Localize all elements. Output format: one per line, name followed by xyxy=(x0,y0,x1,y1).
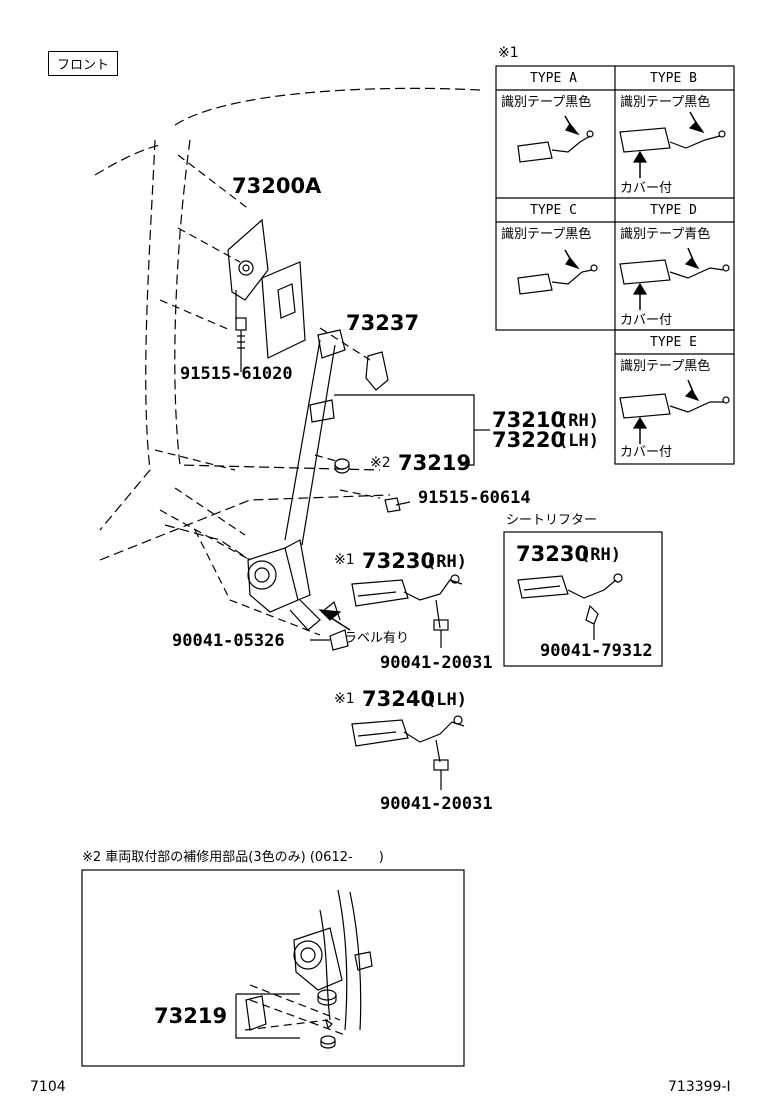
part-73230: 73230 xyxy=(362,549,436,573)
type-c-header: TYPE C xyxy=(530,203,577,218)
type-d-tape: 識別テープ青色 xyxy=(620,227,711,242)
part-73219: 73219 xyxy=(398,451,472,475)
seat-lifter-frame xyxy=(503,531,663,667)
footer-left: 7104 xyxy=(30,1079,66,1095)
footer-right: 713399-I xyxy=(668,1079,731,1095)
part-73220-lh: (LH) xyxy=(558,431,599,451)
part-73237: 73237 xyxy=(346,311,420,335)
note2-part: 73219 xyxy=(154,1004,228,1028)
ref1-mark-73240: ※1 xyxy=(334,691,355,707)
ref1-label: ※1 xyxy=(498,45,519,61)
part-90041-20031: 90041-20031 xyxy=(380,653,493,673)
note2-title: ※2 車両取付部の補修用部品(3色のみ) (0612- ) xyxy=(82,850,384,865)
seat-lifter-bolt: 90041-79312 xyxy=(540,641,653,661)
seat-lifter-rh: (RH) xyxy=(580,545,621,565)
type-e-frame xyxy=(614,329,735,465)
belt-guide xyxy=(317,329,346,359)
part-90041-05326: 90041-05326 xyxy=(172,631,285,651)
type-e-header: TYPE E xyxy=(650,335,697,350)
type-b-header: TYPE B xyxy=(650,71,697,86)
type-a-tape: 識別テープ黒色 xyxy=(501,95,592,110)
part-73230-rh: (RH) xyxy=(426,552,467,572)
buckle-73230 xyxy=(351,579,409,607)
shoulder-anchor xyxy=(227,218,269,301)
type-c-tape: 識別テープ黒色 xyxy=(501,227,592,242)
pillar-plate xyxy=(261,261,306,359)
clip-73237 xyxy=(365,351,389,391)
buckle-73240 xyxy=(351,719,409,747)
ref2-mark: ※2 xyxy=(370,455,391,471)
type-d-cover: カバー付 xyxy=(620,313,673,328)
belt-webbing xyxy=(284,339,321,541)
seat-lifter-title: シートリフター xyxy=(506,513,598,528)
part-73210-rh: (RH) xyxy=(558,411,599,431)
type-e-cover: カバー付 xyxy=(620,445,673,460)
part-91515-60614: 91515-60614 xyxy=(418,488,531,508)
seat-lifter-part: 73230 xyxy=(516,542,590,566)
body-roof-line xyxy=(174,87,481,126)
part-73240: 73240 xyxy=(362,687,436,711)
type-a-header: TYPE A xyxy=(530,71,577,86)
floor-line xyxy=(99,494,391,561)
type-d-header: TYPE D xyxy=(650,203,697,218)
front-label: フロント xyxy=(48,51,119,76)
body-outline-left xyxy=(99,139,156,531)
part-73200a: 73200A xyxy=(232,174,322,198)
type-e-tape: 識別テープ黒色 xyxy=(620,359,711,374)
part-73240-lh: (LH) xyxy=(426,690,467,710)
ref1-mark-73230: ※1 xyxy=(334,552,355,568)
body-outline-inner xyxy=(174,139,381,471)
part-73220: 73220 xyxy=(492,428,566,452)
part-91515-61020: 91515-61020 xyxy=(180,364,293,384)
type-b-cover: カバー付 xyxy=(620,181,673,196)
retractor xyxy=(247,560,277,590)
part-90041-20031-b: 90041-20031 xyxy=(380,794,493,814)
note2-frame xyxy=(81,869,465,1067)
part-73210: 73210 xyxy=(492,408,566,432)
type-b-tape: 識別テープ黒色 xyxy=(620,95,711,110)
label-ari: ラベル有り xyxy=(344,631,410,646)
